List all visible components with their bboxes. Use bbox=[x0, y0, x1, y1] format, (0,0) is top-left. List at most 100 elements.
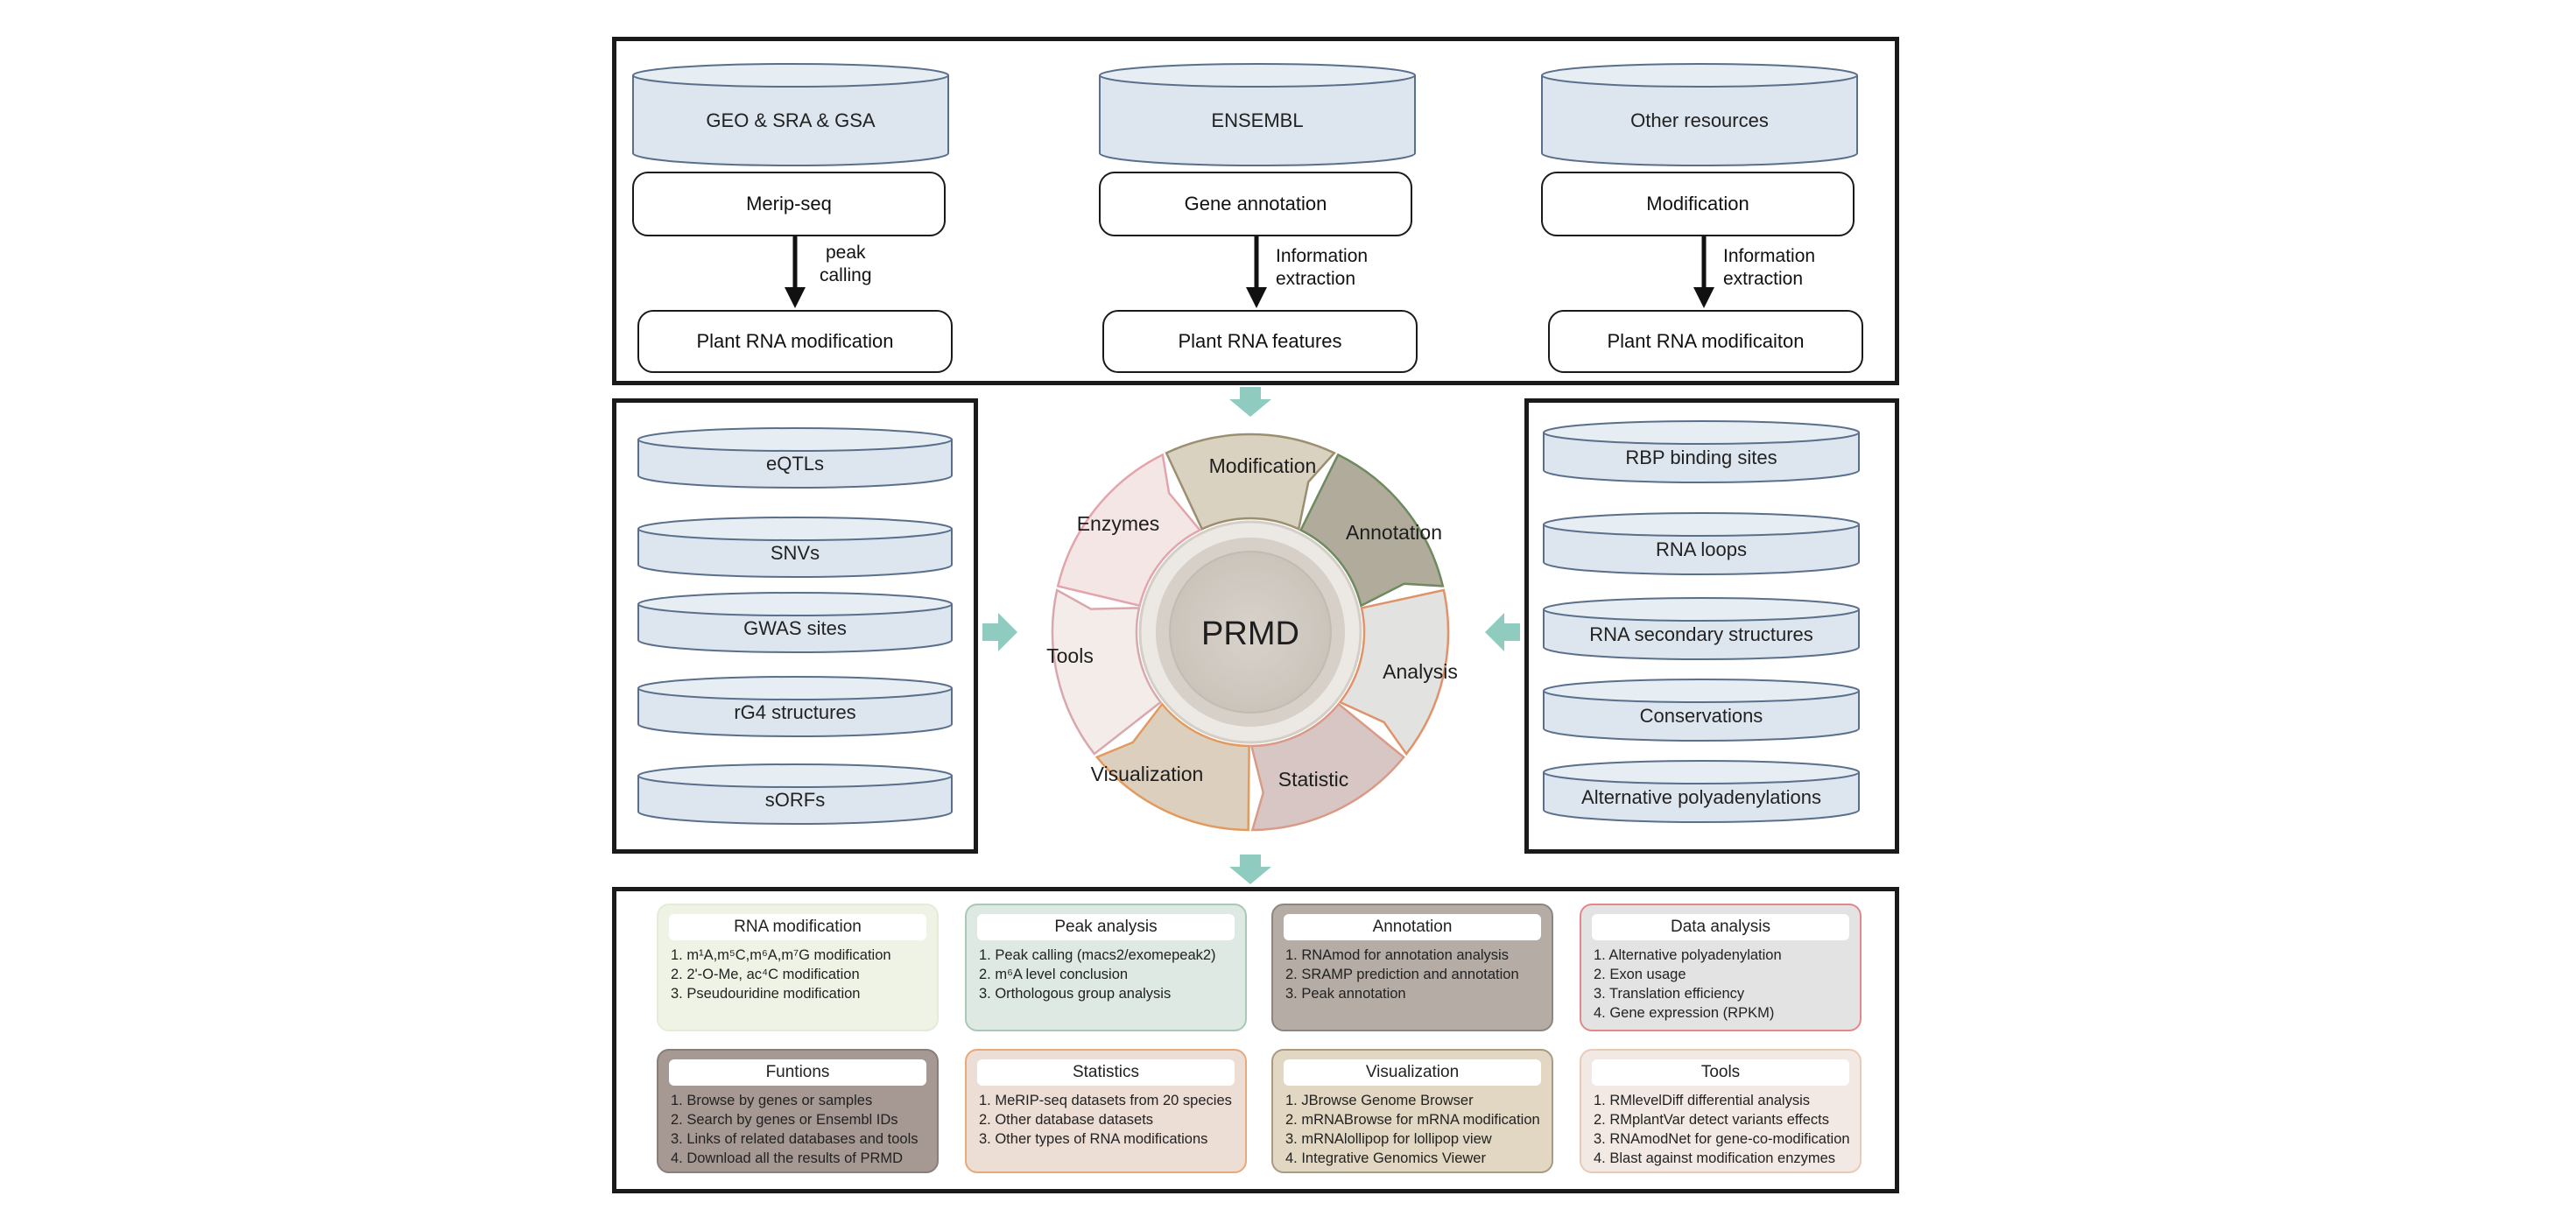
wheel-center-ring bbox=[1156, 538, 1345, 727]
process-arrow-2 bbox=[1693, 236, 1714, 308]
source-method-1: Gene annotation bbox=[1099, 172, 1412, 236]
list-item: 1. Browse by genes or samples bbox=[671, 1093, 873, 1108]
wheel-segment-6 bbox=[1056, 453, 1202, 608]
left-db-1: SNVs bbox=[637, 517, 953, 578]
right-db-3-label: Conservations bbox=[1639, 705, 1763, 727]
feature-card-7-title: Tools bbox=[1592, 1059, 1849, 1086]
source-db-1: ENSEMBL bbox=[1099, 63, 1416, 166]
list-item: 4. Integrative Genomics Viewer bbox=[1285, 1150, 1486, 1166]
feature-card-5: Statistics 1. MeRIP-seq datasets from 20 … bbox=[965, 1049, 1247, 1173]
list-item: 2. mRNABrowse for mRNA modification bbox=[1285, 1112, 1540, 1128]
process-label-2-line-1: extraction bbox=[1723, 269, 1804, 289]
list-item: 3. Peak annotation bbox=[1285, 986, 1406, 1002]
feature-card-4: Funtions 1. Browse by genes or samples 2. … bbox=[657, 1049, 939, 1173]
feature-card-5-list: 1. MeRIP-seq datasets from 20 species 2. … bbox=[979, 1091, 1232, 1149]
list-item: 3. Pseudouridine modification bbox=[671, 986, 861, 1002]
feature-card-4-title: Funtions bbox=[669, 1059, 926, 1086]
right-db-1: RNA loops bbox=[1543, 512, 1860, 575]
right-db-0: RBP binding sites bbox=[1543, 420, 1860, 483]
left-db-0-label: eQTLs bbox=[765, 453, 825, 475]
left-db-0: eQTLs bbox=[637, 427, 953, 489]
feature-card-2: Annotation 1. RNAmod for annotation analy… bbox=[1271, 904, 1553, 1031]
feature-card-6-list: 1. JBrowse Genome Browser 2. mRNABrowse f… bbox=[1285, 1091, 1540, 1168]
feature-card-6-title: Visualization bbox=[1284, 1059, 1541, 1086]
list-item: 4. Gene expression (RPKM) bbox=[1594, 1005, 1775, 1021]
list-item: 2. Search by genes or Ensembl IDs bbox=[671, 1112, 898, 1128]
list-item: 1. m¹A,m⁵C,m⁶A,m⁷G modification bbox=[671, 947, 891, 963]
right-db-4-label: Alternative polyadenylations bbox=[1581, 786, 1821, 808]
process-arrow-0 bbox=[785, 236, 806, 308]
feature-card-0-list: 1. m¹A,m⁵C,m⁶A,m⁷G modification 2. 2'-O-M… bbox=[671, 946, 891, 1003]
teal-arrow-top bbox=[1229, 387, 1271, 417]
wheel-center-label: PRMD bbox=[1201, 616, 1299, 652]
left-db-2: GWAS sites bbox=[637, 592, 953, 653]
teal-arrow-left bbox=[982, 613, 1017, 651]
left-db-3: rG4 structures bbox=[637, 676, 953, 737]
source-result-1: Plant RNA features bbox=[1102, 310, 1418, 373]
source-db-0-label: GEO & SRA & GSA bbox=[706, 109, 876, 131]
teal-arrow-right bbox=[1485, 613, 1520, 651]
wheel-segment-0 bbox=[1165, 433, 1336, 531]
wheel-label-5: Tools bbox=[1046, 644, 1094, 667]
wheel-segment-5 bbox=[1051, 588, 1163, 756]
process-label-2-line-0: Information bbox=[1723, 246, 1816, 266]
list-item: 1. JBrowse Genome Browser bbox=[1285, 1093, 1474, 1108]
left-db-4-label: sORFs bbox=[764, 789, 826, 811]
process-label-2: Information extraction bbox=[1723, 245, 1815, 291]
feature-card-1-list: 1. Peak calling (macs2/exomepeak2)2. m⁶A… bbox=[979, 946, 1216, 1003]
feature-card-1: Peak analysis 1. Peak calling (macs2/exom… bbox=[965, 904, 1247, 1031]
source-db-2-label: Other resources bbox=[1630, 109, 1769, 131]
source-method-2: Modification bbox=[1541, 172, 1855, 236]
teal-arrow-bottom bbox=[1229, 855, 1271, 884]
feature-card-4-list: 1. Browse by genes or samples 2. Search b… bbox=[671, 1091, 918, 1168]
feature-card-6: Visualization 1. JBrowse Genome Browser 2.… bbox=[1271, 1049, 1553, 1173]
feature-card-2-title: Annotation bbox=[1284, 914, 1541, 940]
process-label-1: Information extraction bbox=[1276, 245, 1368, 291]
right-db-2-label: RNA secondary structures bbox=[1589, 623, 1813, 645]
feature-card-1-title: Peak analysis bbox=[977, 914, 1235, 940]
right-db-0-label: RBP binding sites bbox=[1625, 447, 1777, 468]
wheel-segment-2 bbox=[1338, 588, 1450, 756]
list-item: 2. SRAMP prediction and annotation bbox=[1285, 967, 1519, 982]
left-db-4: sORFs bbox=[637, 763, 953, 825]
wheel-label-2: Analysis bbox=[1383, 660, 1458, 683]
process-label-0-line-0: peak bbox=[826, 243, 866, 263]
right-db-4: Alternative polyadenylations bbox=[1543, 760, 1860, 823]
feature-card-5-title: Statistics bbox=[977, 1059, 1235, 1086]
list-item: 3. mRNAlollipop for lollipop view bbox=[1285, 1131, 1492, 1147]
feature-card-0: RNA modification 1. m¹A,m⁵C,m⁶A,m⁷G modif… bbox=[657, 904, 939, 1031]
source-result-0: Plant RNA modification bbox=[637, 310, 953, 373]
wheel-segment-1 bbox=[1299, 453, 1445, 608]
list-item: 1. Alternative polyadenylation bbox=[1594, 947, 1782, 963]
wheel-label-1: Annotation bbox=[1346, 521, 1442, 544]
feature-card-0-title: RNA modification bbox=[669, 914, 926, 940]
list-item: 1. MeRIP-seq datasets from 20 species bbox=[979, 1093, 1232, 1108]
list-item: 3. Links of related databases and tools bbox=[671, 1131, 918, 1147]
process-label-1-line-0: Information bbox=[1276, 246, 1369, 266]
source-db-1-label: ENSEMBL bbox=[1211, 109, 1304, 131]
wheel-segment-3 bbox=[1249, 702, 1405, 832]
feature-card-2-list: 1. RNAmod for annotation analysis 2. SRAM… bbox=[1285, 946, 1519, 1003]
process-label-1-line-1: extraction bbox=[1276, 269, 1356, 289]
left-db-2-label: GWAS sites bbox=[743, 617, 847, 639]
wheel-center-outer bbox=[1138, 520, 1362, 744]
right-db-1-label: RNA loops bbox=[1656, 538, 1747, 560]
left-db-1-label: SNVs bbox=[770, 542, 820, 564]
list-item: 1. RNAmod for annotation analysis bbox=[1285, 947, 1509, 963]
left-db-3-label: rG4 structures bbox=[734, 701, 856, 723]
wheel-center-inner bbox=[1169, 551, 1332, 714]
wheel-segment-4 bbox=[1094, 702, 1250, 832]
list-item: 2. 2'-O-Me, ac⁴C modification bbox=[671, 967, 860, 982]
list-item: 2. Other database datasets bbox=[979, 1112, 1154, 1128]
list-item: 1. RMlevelDiff differential analysis bbox=[1594, 1093, 1811, 1108]
right-db-3: Conservations bbox=[1543, 679, 1860, 742]
list-item: 4. Blast against modification enzymes bbox=[1594, 1150, 1836, 1166]
list-item: 3. Other types of RNA modifications bbox=[979, 1131, 1208, 1147]
source-result-2: Plant RNA modificaiton bbox=[1548, 310, 1863, 373]
process-arrow-1 bbox=[1246, 236, 1267, 308]
feature-card-7: Tools 1. RMlevelDiff differential analysi… bbox=[1580, 1049, 1862, 1173]
